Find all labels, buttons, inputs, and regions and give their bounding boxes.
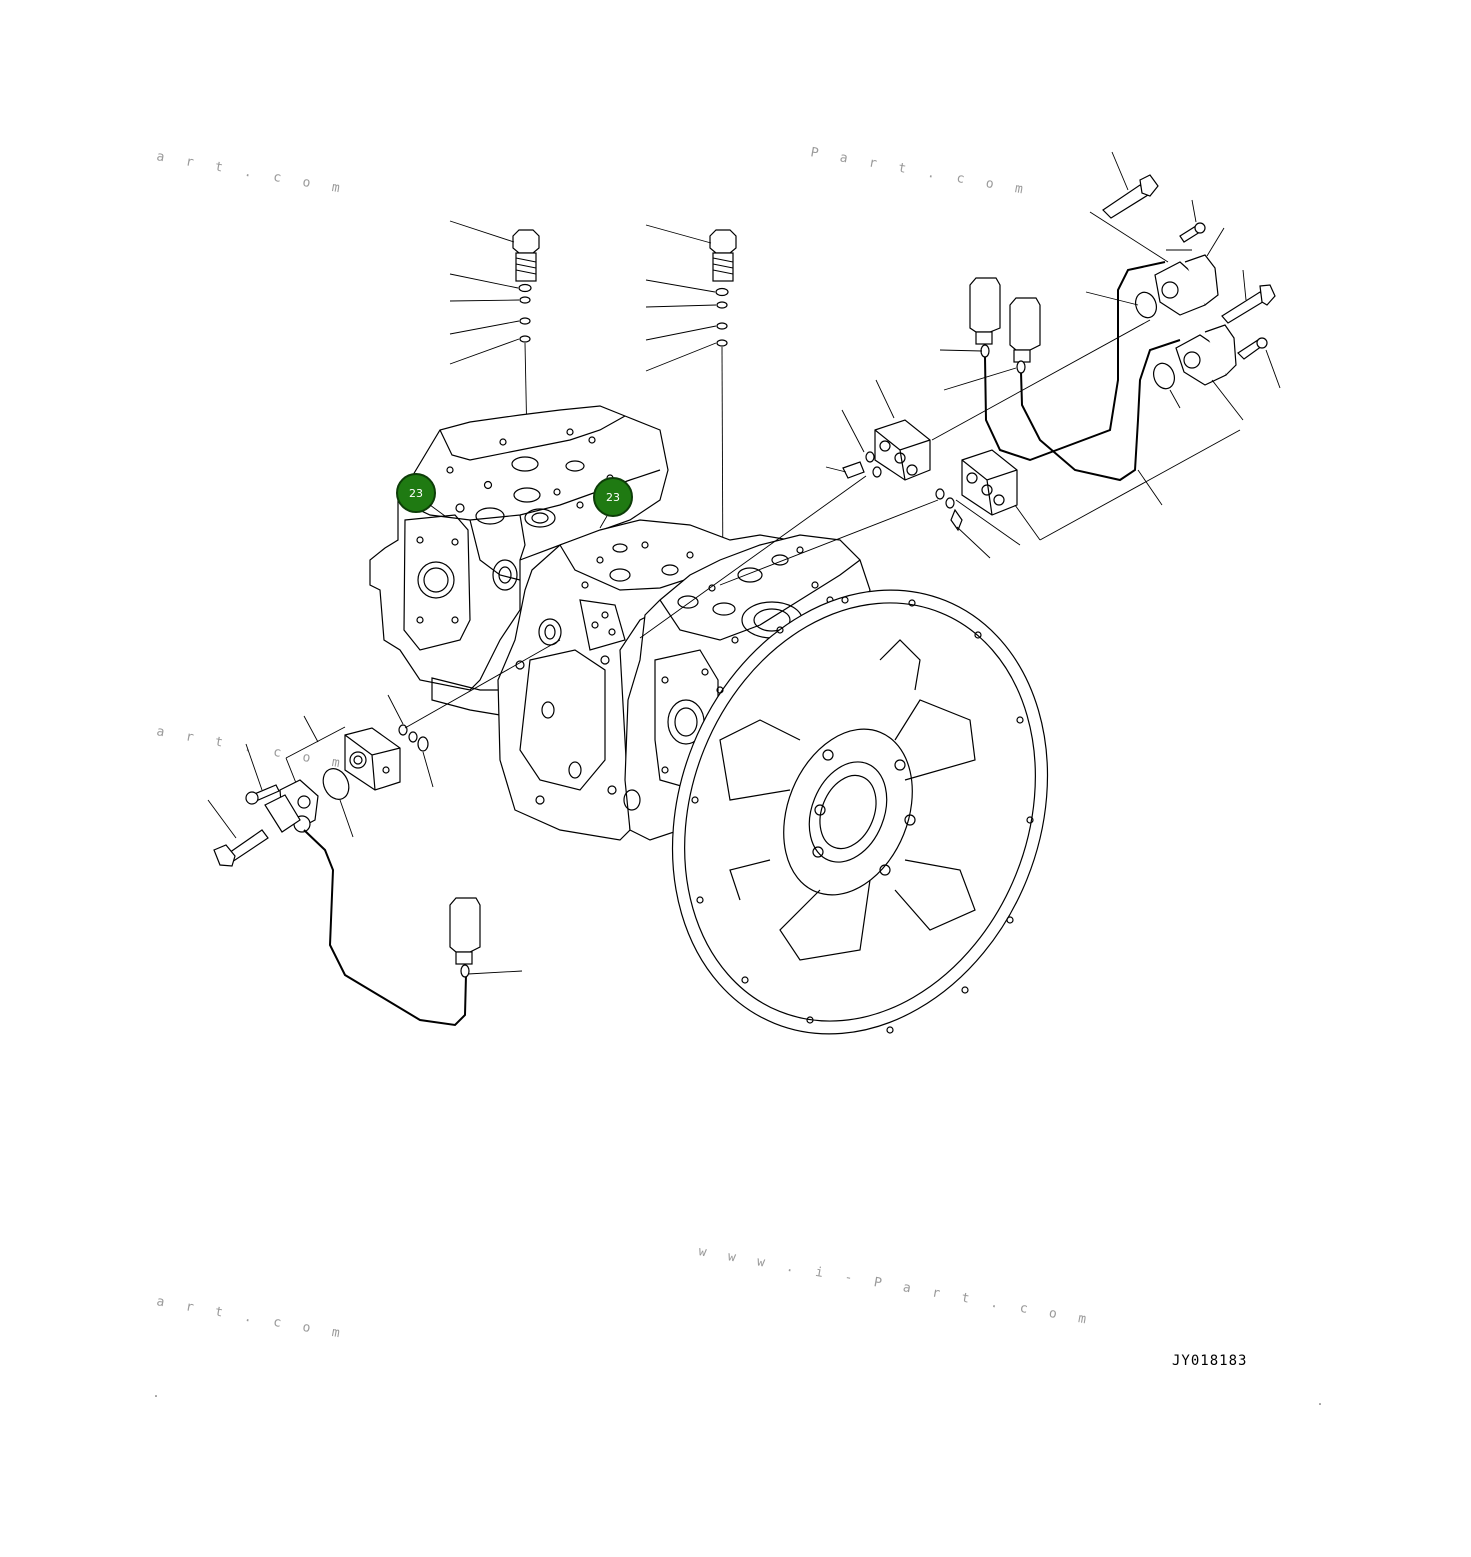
watermark-bottom-left: a r t . c o m: [155, 1294, 347, 1342]
drawing-code: JY018183: [1172, 1353, 1247, 1369]
callout-label: 23: [409, 487, 423, 500]
solenoid-group-right: [639, 151, 1281, 639]
callout-marker[interactable]: [593, 477, 633, 517]
solenoid-group-left: [207, 639, 561, 1027]
callout-marker[interactable]: [396, 473, 436, 513]
watermark-mid-left: a r t . c o m: [155, 724, 347, 772]
main-pump-assembly: [369, 405, 1049, 1035]
watermark-top-right: P a r t . c o m: [809, 145, 1031, 198]
watermark-top-left: a r t . c o m: [155, 149, 347, 197]
watermark-bottom-center: w w w . i - P a r t . c o m: [697, 1244, 1094, 1328]
plug-stack-right: [645, 224, 737, 601]
plug-stack-left: [449, 220, 540, 493]
callout-label: 23: [606, 491, 620, 504]
callout-23-right[interactable]: 23: [593, 477, 633, 517]
callout-23-left[interactable]: 23: [396, 473, 436, 513]
